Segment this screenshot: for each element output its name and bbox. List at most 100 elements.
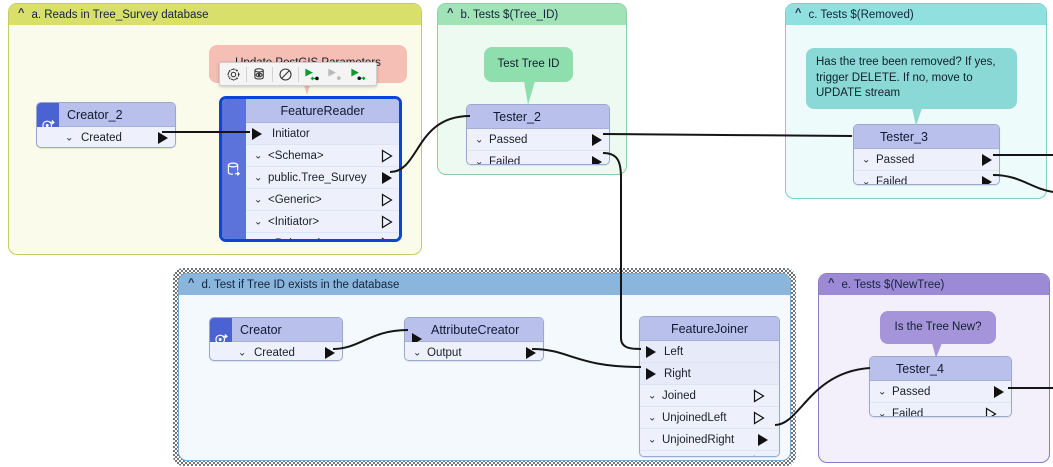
bookmark-e-header[interactable]: ^ e. Tests $(NewTree)	[819, 274, 1049, 295]
chevron-down-icon[interactable]: ⌄	[413, 347, 422, 358]
bookmark-c-header[interactable]: ^ c. Tests $(Removed)	[786, 4, 1046, 25]
output-arrow-hollow-icon[interactable]	[381, 236, 393, 239]
node-featurejoiner[interactable]: FeatureJoiner Left Right ⌄ Joined ⌄ Unjo…	[639, 316, 780, 457]
bookmark-b-label: b. Tests $(Tree_ID)	[460, 8, 559, 21]
bookmark-c-label: c. Tests $(Removed)	[808, 8, 914, 21]
output-arrow-icon[interactable]	[324, 346, 336, 360]
port-featurejoiner-unjoinedright[interactable]: ⌄ UnjoinedRight	[640, 429, 779, 451]
chevron-down-icon[interactable]: ⌄	[648, 412, 657, 423]
inspect-database-icon[interactable]	[248, 64, 271, 84]
port-featurereader-initiator-out[interactable]: ⌄ <Initiator>	[246, 211, 399, 233]
node-tester4[interactable]: Tester_4 ⌄ Passed ⌄ Failed	[869, 356, 1012, 417]
collapse-chevron-icon[interactable]: ^	[795, 7, 802, 19]
port-featurejoiner-joined[interactable]: ⌄ Joined	[640, 385, 779, 407]
chevron-down-icon[interactable]: ⌄	[878, 386, 887, 397]
node-tester2-title: Tester_2	[467, 105, 609, 141]
node-attributecreator-title: AttributeCreator	[405, 318, 543, 345]
port-label: Right	[664, 367, 691, 380]
chevron-down-icon[interactable]: ⌄	[254, 194, 263, 205]
port-tester2-passed[interactable]: ⌄ Passed	[467, 129, 609, 151]
port-label: <Initiator>	[268, 215, 320, 228]
port-featurejoiner-right[interactable]: Right	[640, 363, 779, 385]
chevron-down-icon[interactable]: ⌄	[878, 408, 887, 417]
chevron-down-icon[interactable]: ⌄	[65, 132, 74, 143]
output-arrow-hollow-icon[interactable]	[753, 454, 765, 456]
output-arrow-icon[interactable]	[591, 155, 603, 164]
run-to-this-icon[interactable]	[300, 64, 323, 84]
bookmark-b-header[interactable]: ^ b. Tests $(Tree_ID)	[438, 4, 626, 25]
node-creator2[interactable]: Creator_2 ⌄ Created	[36, 102, 176, 148]
node-featurereader[interactable]: FeatureReader Initiator ⌄ <Schema> ⌄ pub…	[219, 96, 402, 242]
output-arrow-icon[interactable]	[981, 153, 993, 167]
output-arrow-icon[interactable]	[757, 433, 769, 447]
chevron-down-icon[interactable]: ⌄	[648, 434, 657, 445]
output-arrow-hollow-icon[interactable]	[985, 406, 997, 416]
port-label: Passed	[892, 385, 931, 398]
gear-icon[interactable]	[222, 64, 245, 84]
annotation-new-tree[interactable]: Is the Tree New?	[880, 311, 996, 344]
node-tester2[interactable]: Tester_2 ⌄ Passed ⌄ Failed	[466, 104, 610, 165]
toolbar-separator	[272, 66, 273, 82]
collapse-chevron-icon[interactable]: ^	[828, 277, 835, 289]
port-tester2-failed[interactable]: ⌄ Failed	[467, 151, 609, 165]
port-label: Passed	[489, 133, 528, 146]
output-arrow-icon[interactable]	[157, 131, 169, 145]
bookmark-d-header[interactable]: ^ d. Test if Tree ID exists in the datab…	[179, 274, 790, 295]
output-arrow-hollow-icon[interactable]	[753, 410, 765, 425]
output-arrow-icon[interactable]	[381, 171, 393, 185]
input-arrow-icon[interactable]	[251, 127, 263, 141]
output-arrow-hollow-icon[interactable]	[381, 192, 393, 207]
output-arrow-icon[interactable]	[591, 133, 603, 147]
port-creator-created[interactable]: ⌄ Created	[210, 342, 342, 360]
chevron-down-icon[interactable]: ⌄	[862, 176, 871, 185]
chevron-down-icon[interactable]: ⌄	[254, 172, 263, 183]
port-attributecreator-output[interactable]: ⌄ Output	[405, 342, 543, 360]
node-creator[interactable]: Creator ⌄ Created	[209, 317, 343, 361]
chevron-down-icon[interactable]: ⌄	[862, 154, 871, 165]
annotation-removed[interactable]: Has the tree been removed? If yes, trigg…	[806, 48, 1017, 109]
output-arrow-icon[interactable]	[525, 346, 537, 360]
output-arrow-hollow-icon[interactable]	[381, 148, 393, 163]
chevron-down-icon[interactable]: ⌄	[475, 156, 484, 165]
output-arrow-icon[interactable]	[993, 385, 1005, 399]
chevron-down-icon[interactable]: ⌄	[648, 456, 656, 457]
collapse-chevron-icon[interactable]: ^	[18, 7, 25, 19]
output-arrow-icon[interactable]	[981, 175, 993, 184]
port-featurereader-initiator[interactable]: Initiator	[246, 123, 399, 145]
node-attributecreator[interactable]: AttributeCreator ⌄ Output	[404, 317, 544, 361]
transformer-toolbar[interactable]	[219, 62, 377, 86]
port-featurereader-rejected[interactable]: ⌄ <Rejected>	[246, 233, 399, 239]
chevron-down-icon[interactable]: ⌄	[238, 347, 247, 358]
collapse-chevron-icon[interactable]: ^	[447, 7, 454, 19]
collapse-chevron-icon[interactable]: ^	[188, 277, 195, 289]
input-arrow-icon[interactable]	[645, 367, 657, 381]
run-just-this-icon[interactable]	[346, 64, 369, 84]
port-featurereader-generic[interactable]: ⌄ <Generic>	[246, 189, 399, 211]
input-arrow-icon[interactable]	[645, 345, 657, 359]
port-featurejoiner-rejected[interactable]: ⌄ <Rejected>	[640, 451, 779, 457]
output-arrow-hollow-icon[interactable]	[381, 214, 393, 229]
node-tester3[interactable]: Tester_3 ⌄ Passed ⌄ Failed	[853, 124, 1000, 185]
output-arrow-hollow-icon[interactable]	[753, 388, 765, 403]
port-label: UnjoinedLeft	[662, 411, 727, 424]
annotation-text: Test Tree ID	[497, 57, 560, 70]
port-featurereader-schema[interactable]: ⌄ <Schema>	[246, 145, 399, 167]
port-featurejoiner-left[interactable]: Left	[640, 341, 779, 363]
port-tester4-passed[interactable]: ⌄ Passed	[870, 381, 1011, 403]
chevron-down-icon[interactable]: ⌄	[254, 238, 262, 239]
port-tester3-passed[interactable]: ⌄ Passed	[854, 149, 999, 171]
annotation-test-tree-id[interactable]: Test Tree ID	[484, 47, 573, 82]
chevron-down-icon[interactable]: ⌄	[254, 150, 263, 161]
port-tester4-failed[interactable]: ⌄ Failed	[870, 403, 1011, 417]
disable-icon[interactable]	[274, 64, 297, 84]
port-featurereader-tree-survey[interactable]: ⌄ public.Tree_Survey	[246, 167, 399, 189]
port-tester3-failed[interactable]: ⌄ Failed	[854, 171, 999, 185]
chevron-down-icon[interactable]: ⌄	[475, 134, 484, 145]
port-creator2-created[interactable]: ⌄ Created	[37, 127, 175, 147]
chevron-down-icon[interactable]: ⌄	[254, 216, 263, 227]
chevron-down-icon[interactable]: ⌄	[648, 390, 657, 401]
bookmark-a-header[interactable]: ^ a. Reads in Tree_Survey database	[9, 4, 421, 25]
port-featurejoiner-unjoinedleft[interactable]: ⌄ UnjoinedLeft	[640, 407, 779, 429]
annotation-removed-tail	[912, 108, 922, 126]
